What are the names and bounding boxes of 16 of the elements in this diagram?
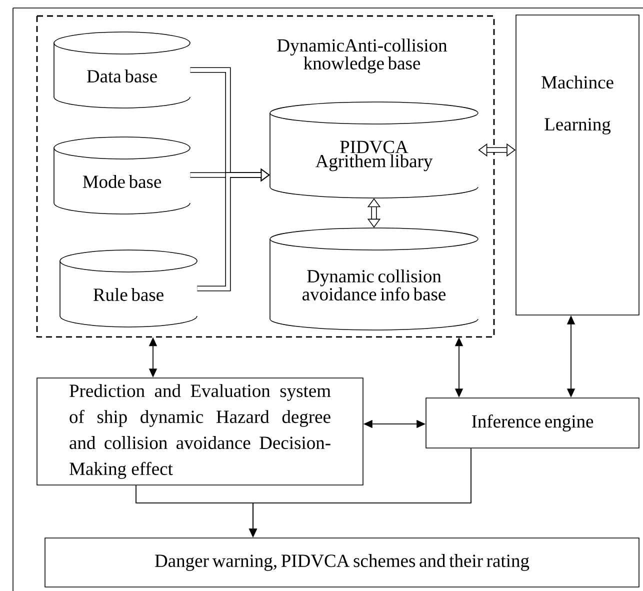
database-cylinder: Data base [54, 32, 190, 108]
node-label: Agrithem libary [316, 154, 433, 172]
node-label: Dynamic collision avoidance info base [302, 269, 446, 301]
node-label: Mode base [82, 174, 162, 188]
process-box: Machince Learning [516, 14, 640, 316]
process-box: Prediction and Evaluation system of ship dynamic Hazard degree and collision avoidance Decision-Making effect [36, 378, 364, 486]
node-label: Rule base [93, 288, 164, 302]
database-cylinder: Rule base [60, 250, 198, 328]
node-label: PIDVCA [340, 140, 408, 154]
database-cylinder: PIDVCA Agrithem libary [270, 102, 478, 198]
database-cylinder: Dynamic collision avoidance info base [270, 228, 478, 330]
arrow [197, 168, 270, 292]
process-box: Inference engine [426, 398, 640, 448]
process-box: Danger warning, PIDVCA schemes and their rating [44, 538, 640, 588]
database-cylinder: Mode base [54, 136, 190, 214]
node-label: Data base [86, 69, 157, 83]
